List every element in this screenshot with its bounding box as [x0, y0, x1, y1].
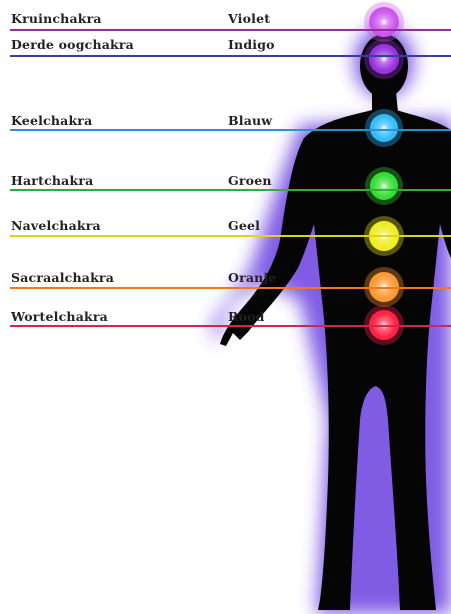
chakra-orbs — [364, 2, 404, 345]
color-indigo: Indigo — [228, 38, 275, 52]
label-navelchakra: Navelchakra — [11, 219, 101, 233]
color-oranje: Oranje — [228, 271, 276, 285]
label-hartchakra: Hartchakra — [11, 174, 93, 188]
orb-core-derde-oogchakra — [372, 47, 396, 71]
color-geel: Geel — [228, 219, 260, 233]
orb-core-keelchakra — [373, 117, 395, 139]
color-blauw: Blauw — [228, 114, 272, 128]
color-violet: Violet — [228, 12, 270, 26]
line-kruinchakra — [10, 29, 451, 31]
color-rood: Rood — [228, 310, 265, 324]
label-sacraalchakra: Sacraalchakra — [11, 271, 114, 285]
line-wortelchakra — [10, 325, 451, 327]
line-keelchakra — [10, 129, 451, 131]
label-keelchakra: Keelchakra — [11, 114, 92, 128]
line-sacraalchakra — [10, 287, 451, 289]
color-groen: Groen — [228, 174, 272, 188]
label-kruinchakra: Kruinchakra — [11, 12, 102, 26]
orb-core-hartchakra — [373, 175, 395, 197]
label-wortelchakra: Wortelchakra — [11, 310, 108, 324]
line-navelchakra — [10, 235, 451, 237]
label-derde-oogchakra: Derde oogchakra — [11, 38, 134, 52]
line-hartchakra — [10, 189, 451, 191]
line-derde-oogchakra — [10, 55, 451, 57]
